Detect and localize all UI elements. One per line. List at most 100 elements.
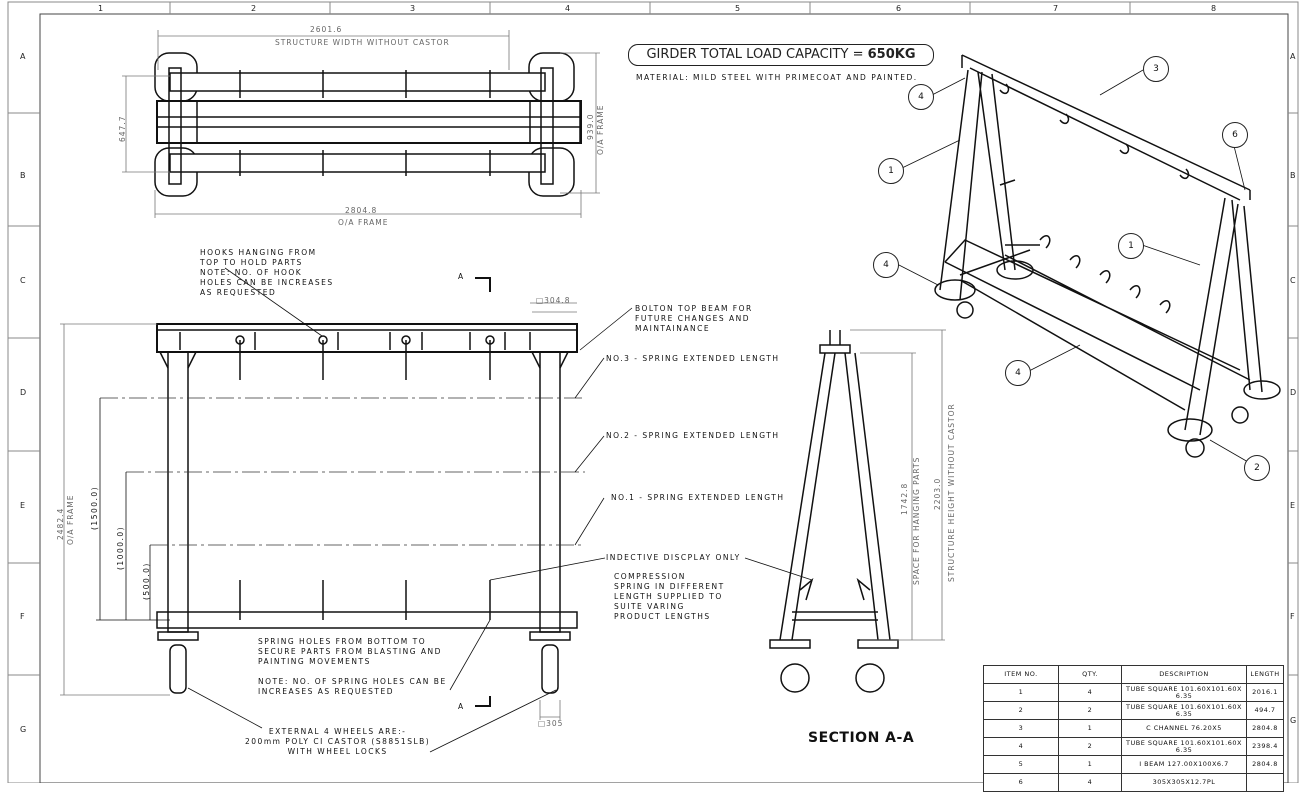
spring-dim-1000: (1000.0): [116, 525, 125, 570]
top-frame-dim: 2804.8: [345, 206, 378, 215]
bom-qty: 2: [1058, 737, 1122, 756]
zone-row-c-right: C: [1290, 276, 1296, 285]
bom-header: LENGTH: [1246, 665, 1284, 684]
top-view: [122, 30, 600, 218]
bom-qty: 2: [1058, 701, 1122, 720]
section-view: [744, 329, 946, 693]
section-height-dim: 2203.0: [933, 477, 942, 510]
note-wheels: EXTERNAL 4 WHEELS ARE:- 200mm POLY CI CA…: [245, 727, 431, 756]
zone-col-3: 3: [410, 4, 416, 13]
top-frame-label: O/A FRAME: [338, 218, 389, 227]
load-capacity-label: GIRDER TOTAL LOAD CAPACITY =: [646, 47, 864, 62]
top-width-dim: 2601.6: [310, 25, 343, 34]
balloon-item-2: 2: [1244, 455, 1270, 481]
bom-length: 2016.1: [1246, 683, 1284, 702]
zone-row-b: B: [20, 171, 26, 180]
zone-row-d: D: [20, 388, 27, 397]
note-spring1: NO.1 - SPRING EXTENDED LENGTH: [611, 493, 785, 502]
balloon-item-1-right: 1: [1118, 233, 1144, 259]
zone-row-e: E: [20, 501, 26, 510]
zone-row-b-right: B: [1290, 171, 1296, 180]
top-depth-frame-dim: 939.0: [586, 113, 595, 140]
section-title: SECTION A-A: [808, 730, 915, 746]
bom-desc: I BEAM 127.00X100X6.7: [1121, 755, 1247, 774]
zone-row-g: G: [20, 725, 27, 734]
zone-col-8: 8: [1211, 4, 1217, 13]
bom-header: ITEM NO.: [983, 665, 1059, 684]
note-spring2: NO.2 - SPRING EXTENDED LENGTH: [606, 431, 780, 440]
spring-dim-500: (500.0): [142, 562, 151, 600]
note-hooks: HOOKS HANGING FROM TOP TO HOLD PARTS NOT…: [200, 248, 334, 297]
zone-row-a-right: A: [1290, 52, 1296, 61]
section-space-dim: 1742.8: [900, 482, 909, 515]
beam-plate-dim: □304.8: [536, 296, 571, 305]
zone-row-d-right: D: [1290, 388, 1297, 397]
sheet-border: [7, 1, 1299, 783]
note-indicative: INDECTIVE DISCPLAY ONLY: [606, 553, 741, 562]
zone-row-f-right: F: [1290, 612, 1295, 621]
balloon-item-6: 6: [1222, 122, 1248, 148]
note-bolton: BOLTON TOP BEAM FOR FUTURE CHANGES AND M…: [635, 304, 753, 333]
note-spring3: NO.3 - SPRING EXTENDED LENGTH: [606, 354, 780, 363]
zone-row-f: F: [20, 612, 25, 621]
top-depth-dim: 647.7: [118, 115, 127, 142]
zone-col-1: 1: [98, 4, 104, 13]
zone-row-c: C: [20, 276, 26, 285]
zone-col-5: 5: [735, 4, 741, 13]
bom-header-row: ITEM NO. QTY. DESCRIPTION LENGTH: [983, 665, 1284, 684]
top-depth-frame-label: O/A FRAME: [596, 104, 605, 155]
zone-row-g-right: G: [1290, 716, 1297, 725]
bom-length: 2398.4: [1246, 737, 1284, 756]
note-spring-holes: SPRING HOLES FROM BOTTOM TO SECURE PARTS…: [258, 637, 442, 666]
bom-item: 4: [983, 737, 1059, 756]
balloon-item-1-left: 1: [878, 158, 904, 184]
bom-length: 494.7: [1246, 701, 1284, 720]
section-space-label: SPACE FOR HANGING PARTS: [912, 456, 921, 585]
zone-col-7: 7: [1053, 4, 1059, 13]
front-height-label: O/A FRAME: [66, 494, 75, 545]
bom-item: 1: [983, 683, 1059, 702]
zone-col-4: 4: [565, 4, 571, 13]
section-marker-top: A: [458, 272, 465, 281]
zone-row-e-right: E: [1290, 501, 1296, 510]
bom-item: 3: [983, 719, 1059, 738]
section-marker-bottom: A: [458, 702, 465, 711]
base-plate-dim: □305: [538, 719, 564, 728]
bom-item: 5: [983, 755, 1059, 774]
bom-qty: 1: [1058, 755, 1122, 774]
bom-desc: C CHANNEL 76.20X5: [1121, 719, 1247, 738]
balloon-item-4-left: 4: [873, 252, 899, 278]
bom-desc: TUBE SQUARE 101.60X101.60X 6.35: [1121, 737, 1247, 756]
front-view: [60, 267, 633, 753]
note-spring-holes-count: NOTE: NO. OF SPRING HOLES CAN BE INCREAS…: [258, 677, 447, 696]
load-capacity-title: GIRDER TOTAL LOAD CAPACITY = 650KG: [628, 44, 934, 66]
front-height-dim: 2482.4: [56, 507, 65, 540]
balloon-item-3: 3: [1143, 56, 1169, 82]
zone-col-2: 2: [251, 4, 257, 13]
load-capacity-value: 650KG: [867, 47, 916, 62]
balloon-item-4-bottom: 4: [1005, 360, 1031, 386]
bom-item: 2: [983, 701, 1059, 720]
bom-desc: TUBE SQUARE 101.60X101.60X 6.35: [1121, 701, 1247, 720]
isometric-view: [896, 54, 1281, 467]
section-height-label: STRUCTURE HEIGHT WITHOUT CASTOR: [947, 403, 956, 582]
note-compression: COMPRESSION SPRING IN DIFFERENT LENGTH S…: [614, 572, 725, 621]
bom-qty: 1: [1058, 719, 1122, 738]
balloon-item-4-top: 4: [908, 84, 934, 110]
bom-qty: 4: [1058, 683, 1122, 702]
bom-desc: TUBE SQUARE 101.60X101.60X 6.35: [1121, 683, 1247, 702]
bom-header: QTY.: [1058, 665, 1122, 684]
top-width-label: STRUCTURE WIDTH WITHOUT CASTOR: [275, 38, 450, 47]
material-note: MATERIAL: MILD STEEL WITH PRIMECOAT AND …: [636, 73, 918, 82]
bom-length: 2804.8: [1246, 719, 1284, 738]
zone-row-a: A: [20, 52, 26, 61]
spring-dim-1500: (1500.0): [90, 485, 99, 530]
bom-header: DESCRIPTION: [1121, 665, 1247, 684]
zone-col-6: 6: [896, 4, 902, 13]
